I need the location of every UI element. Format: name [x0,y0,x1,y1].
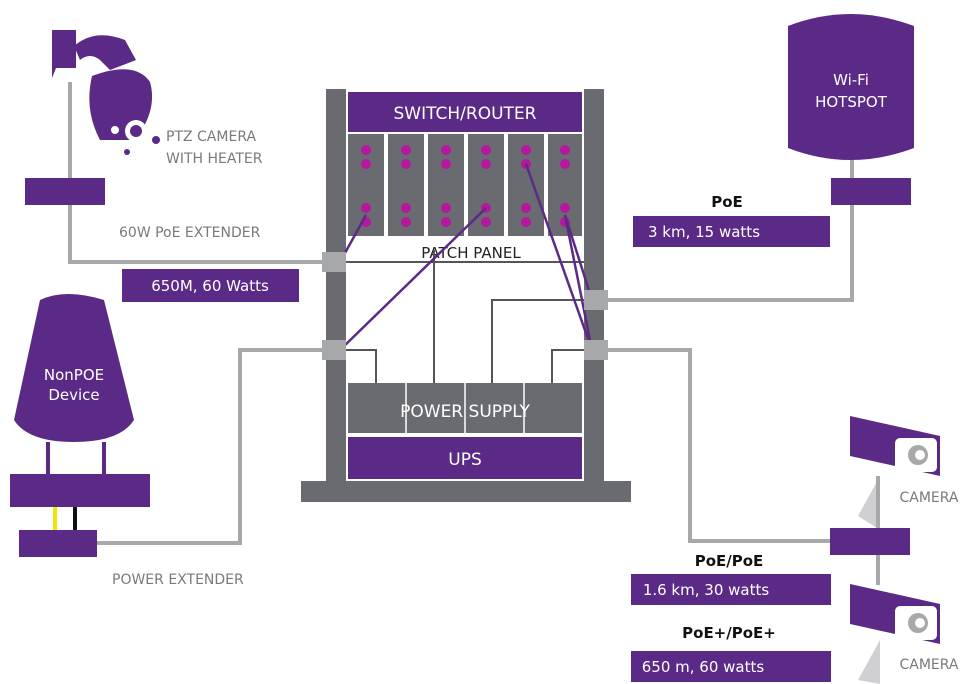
power-supply-label: POWER SUPPLY [400,402,530,422]
connector-hotspot [584,290,608,310]
patch-panel [348,134,582,236]
nonpoe-label-2: Device [48,386,99,404]
cable-rack-to-cameras [598,348,830,543]
wifi-hotspot: Wi-Fi HOTSPOT PoE 3 km, 15 watts [633,14,914,247]
hotspot-spec-box [633,216,830,247]
camera-icon [850,584,940,684]
switch-router-label: SWITCH/ROUTER [394,104,537,124]
patch-panel-label: PATCH PANEL [421,244,521,262]
camera-link1-spec: 1.6 km, 30 watts [643,581,770,599]
nonpoe-device-shape [14,294,134,442]
ptz-camera-label-1: PTZ CAMERA [166,129,256,145]
connector-cameras [584,340,608,360]
connector-nonpoe [322,340,346,360]
camera-2-label: CAMERA [899,657,958,673]
ptz-camera: PTZ CAMERA WITH HEATER 60W PoE EXTENDER … [25,30,299,302]
connector-ptz [322,252,346,272]
wifi-label-2: HOTSPOT [815,93,888,111]
rack-connectors [322,252,608,360]
cable-ptz-extender-to-rack [68,205,330,264]
switch-router-box [348,92,582,132]
power-supply-dividers [405,383,525,433]
ptz-extender-box [25,178,105,205]
camera-link1-spec-box [631,574,831,605]
camera-link2-spec-box [631,651,831,682]
ptz-camera-icon [52,30,160,155]
ptz-extender-label: 60W PoE EXTENDER [119,225,261,241]
camera-icon [850,416,940,530]
nonpoe-base-box [10,474,150,507]
camera-link2-spec: 650 m, 60 watts [642,658,765,676]
hotspot-link-title: PoE [711,193,743,211]
rack-left-rail [326,89,346,485]
hotspot-extender-box [831,178,911,205]
nonpoe-device: NonPOE Device POWER EXTENDER [10,294,244,588]
rack-base [301,481,631,502]
nonpoe-legs [46,442,106,474]
ups-box [348,437,582,479]
grey-cables [68,82,854,545]
camera-link1-title: PoE/PoE [695,552,764,570]
camera-extender-box [830,528,910,555]
cable-hotspot-to-rack [598,205,854,302]
ptz-spec-box [122,269,299,302]
internal-wiring [346,250,598,383]
patch-ports [361,145,570,227]
nonpoe-label-1: NonPOE [44,366,104,384]
wifi-label-1: Wi-Fi [833,71,869,89]
camera-1-label: CAMERA [899,490,958,506]
ptz-spec-label: 650M, 60 Watts [151,277,269,295]
camera-link2-title: PoE+/PoE+ [682,624,776,642]
rack-right-rail [584,89,604,485]
wifi-hotspot-shape [788,14,914,160]
power-extender-label: POWER EXTENDER [112,572,244,588]
cameras: CAMERA PoE/PoE 1.6 km, 30 watts CAMERA P… [631,416,959,684]
rack: SWITCH/ROUTER PA [301,89,631,502]
ups-label: UPS [448,450,482,470]
patch-cables [338,163,594,351]
ptz-camera-label-2: WITH HEATER [166,151,263,167]
cable-power-extender-to-rack [97,348,330,545]
hotspot-spec-label: 3 km, 15 watts [648,223,760,241]
power-extender-box [19,530,97,557]
